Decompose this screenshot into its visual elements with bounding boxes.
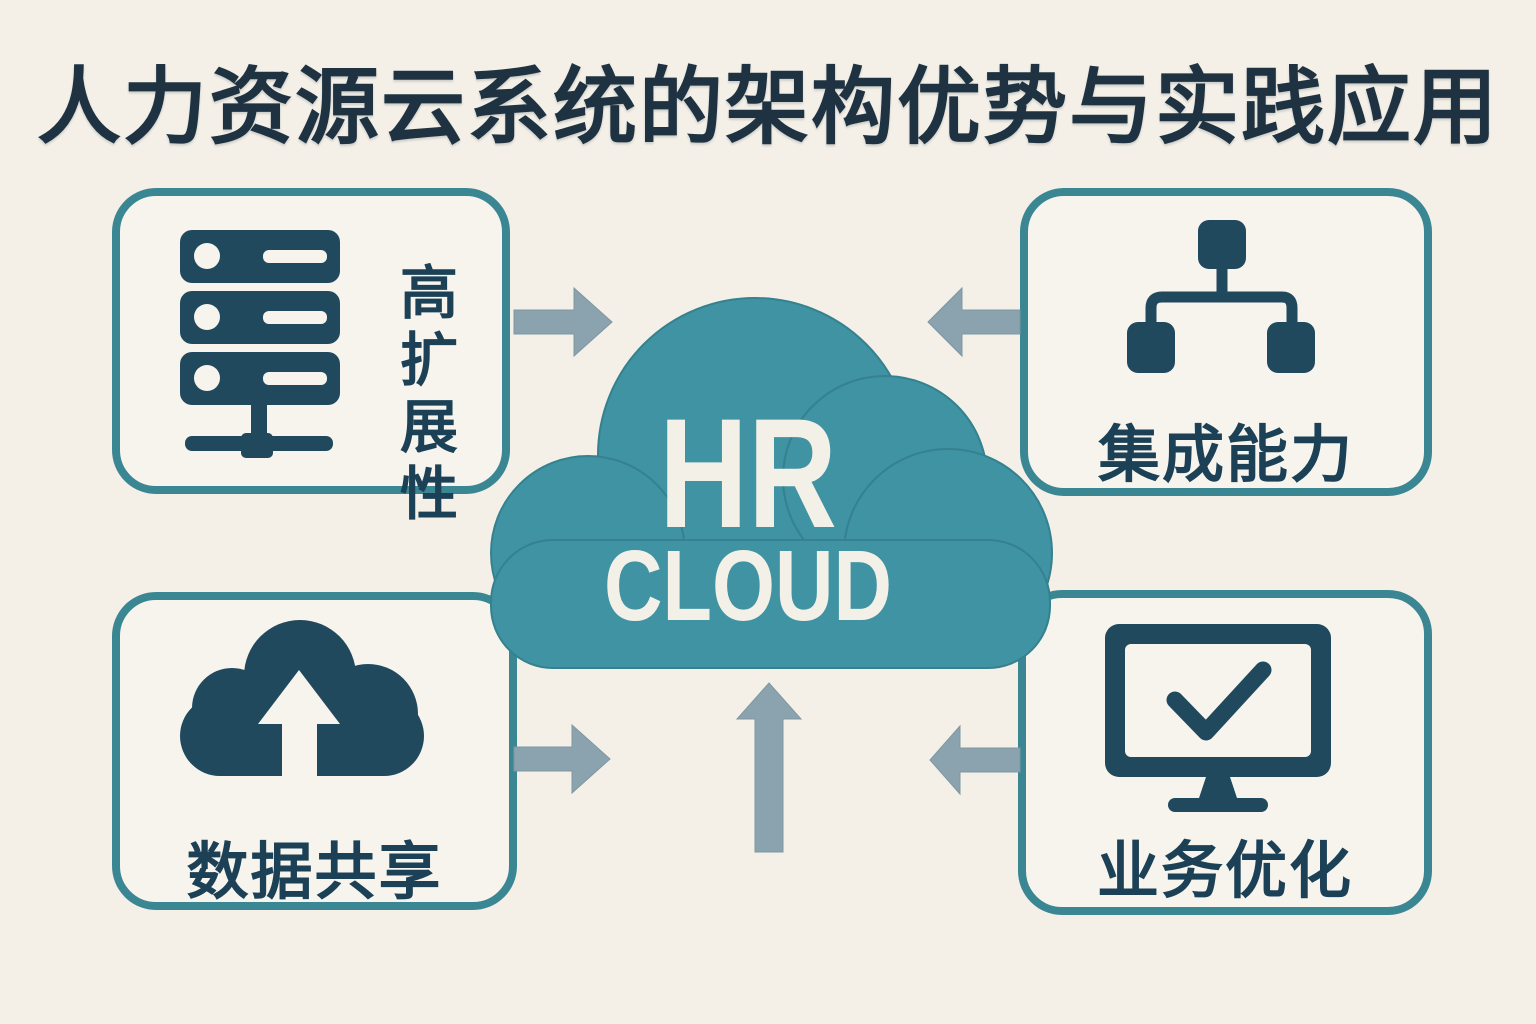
feature-box-data-sharing: 数据共享 (112, 592, 517, 910)
feature-box-scalability: 高扩展性 (112, 188, 510, 530)
feature-label-integration: 集成能力 (1097, 421, 1354, 490)
cloud-text-line2: CLOUD (604, 530, 892, 642)
feature-box-integration: 集成能力 (1020, 188, 1432, 496)
org-hierarchy-icon (1123, 213, 1323, 378)
arrow-optimization-to-cloud (929, 724, 1021, 796)
feature-box-optimization: 业务优化 (1018, 590, 1432, 915)
cloud-upload-icon (172, 618, 432, 778)
page-title: 人力资源云系统的架构优势与实践应用 (36, 60, 1499, 154)
feature-label-scalability: 高扩展性 (391, 262, 456, 530)
arrow-datasharing-to-cloud (513, 723, 611, 795)
server-stack-icon (175, 225, 345, 460)
hr-cloud: HR CLOUD (480, 290, 1065, 675)
feature-label-data-sharing: 数据共享 (186, 838, 443, 907)
feature-label-optimization: 业务优化 (1096, 837, 1353, 906)
cloud-text-line1: HR (659, 387, 837, 561)
monitor-check-icon (1103, 622, 1333, 812)
arrow-bottom-to-cloud (735, 682, 803, 853)
